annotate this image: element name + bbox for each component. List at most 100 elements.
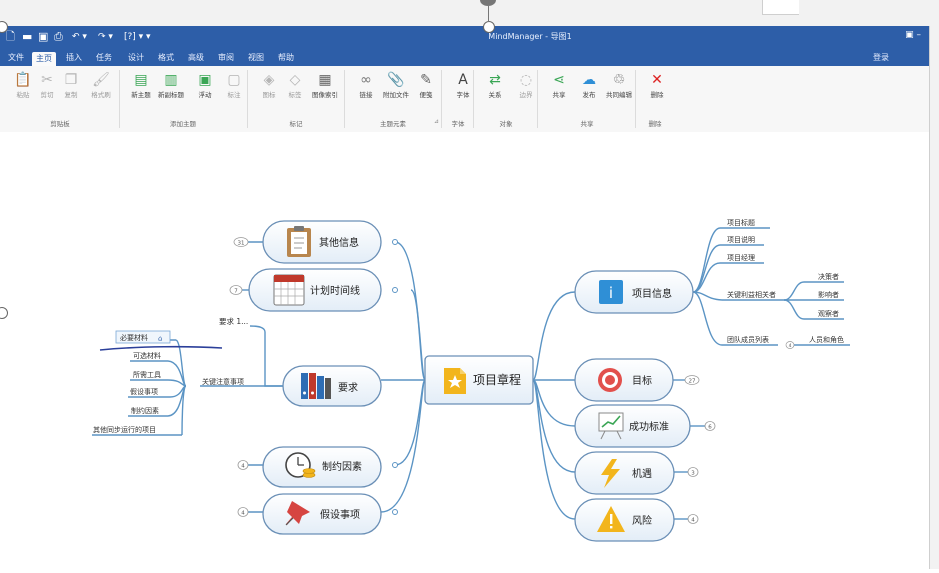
topic-collapse-handle[interactable] [392, 239, 398, 245]
ribbon-button-link[interactable]: ∞链接 [347, 70, 385, 112]
ribbon-button-label: 删除 [650, 91, 664, 99]
topic-collapse-handle[interactable] [392, 509, 398, 515]
sign-in-link[interactable]: 登录 [873, 53, 889, 62]
badge-constraints[interactable]: 4 [237, 460, 249, 470]
resize-handle[interactable] [483, 21, 495, 33]
topic-collapse-handle[interactable] [392, 287, 398, 293]
ribbon-button-callout[interactable]: ▢标注 [215, 70, 253, 112]
ribbon-button-floating-topic[interactable]: ▣浮动 [186, 70, 224, 112]
topic-goals[interactable]: 目标 [574, 358, 674, 402]
new-document-icon[interactable]: 🗋 [6, 30, 15, 43]
tab-home[interactable]: 主页 [32, 52, 56, 66]
badge-assumptions[interactable]: 4 [237, 507, 249, 517]
ribbon-button-coedit[interactable]: ♲共同编辑 [600, 70, 638, 112]
topic-collapse-handle[interactable] [392, 462, 398, 468]
rotate-handle[interactable] [480, 0, 496, 6]
subtopic-required-tools[interactable]: 所需工具 [133, 370, 161, 379]
subtopic-project-title[interactable]: 项目标题 [727, 218, 755, 227]
badge-risks[interactable]: 4 [687, 514, 699, 524]
ribbon-button-icons[interactable]: ◈图标 [250, 70, 288, 112]
save-icon[interactable]: ▣ [38, 30, 49, 43]
resize-handle[interactable] [0, 21, 8, 33]
tab-advanced[interactable]: 高级 [188, 53, 204, 62]
subtopic-decision-makers[interactable]: 决策者 [818, 272, 839, 281]
topic-assumptions[interactable]: 假设事项 [262, 493, 398, 535]
ribbon-button-delete[interactable]: ✕删除 [638, 70, 676, 112]
subtopic-observers[interactable]: 观察者 [818, 309, 839, 318]
ribbon-button-image-index[interactable]: ▦图像索引 [306, 70, 344, 112]
subtopic-influencers[interactable]: 影响者 [818, 290, 839, 299]
tab-review[interactable]: 审阅 [218, 53, 234, 62]
ribbon-button-copy[interactable]: ❐复制 [52, 70, 90, 112]
ribbon-button-publish[interactable]: ☁发布 [570, 70, 608, 112]
subtopic-project-description[interactable]: 项目说明 [727, 235, 755, 244]
attach-file-icon: 📎 [387, 72, 405, 88]
subtopic-constraints[interactable]: 制约因素 [131, 406, 159, 415]
topic-requirements[interactable]: 要求 [282, 365, 382, 407]
ribbon-button-new-topic[interactable]: ▤新主题 [122, 70, 160, 112]
ribbon-button-relationship[interactable]: ⇄关系 [476, 70, 514, 112]
resize-handle[interactable] [0, 307, 8, 319]
ribbon-button-boundary[interactable]: ◌边界 [507, 70, 545, 112]
badge-goals[interactable]: 27 [684, 375, 700, 385]
subtopic-optional-materials[interactable]: 可选材料 [133, 351, 161, 360]
badge-other-info[interactable]: 31 [233, 237, 249, 247]
topic-constraints[interactable]: 制约因素 [262, 446, 398, 488]
print-icon[interactable]: ⎙ [54, 30, 63, 43]
home-marker-icon: ⌂ [158, 335, 162, 343]
tab-insert[interactable]: 插入 [66, 53, 82, 62]
ribbon-button-paste[interactable]: 📋粘贴 [4, 70, 42, 112]
subtopic-project-manager[interactable]: 项目经理 [727, 253, 755, 262]
ribbon-button-note[interactable]: ✎便笺 [407, 70, 445, 112]
tab-task[interactable]: 任务 [96, 53, 112, 62]
central-topic[interactable]: 项目章程 [424, 355, 534, 405]
topic-risks[interactable]: 风险 [574, 498, 675, 542]
redo-icon[interactable]: ↷ ▾ [98, 32, 113, 42]
group-objects-label: 对象 [499, 120, 513, 128]
ribbon-button-label: 格式刷 [91, 91, 111, 99]
topic-schedule[interactable]: 计划时间线 [248, 268, 398, 312]
ribbon-button-share[interactable]: ⋖共享 [540, 70, 578, 112]
badge-team-list[interactable]: 4 [785, 341, 795, 350]
ribbon-button-label: 标注 [227, 91, 241, 99]
ribbon-button-format-painter[interactable]: 🖌格式刷 [82, 70, 120, 112]
dialog-launcher-icon[interactable]: ⊿ [434, 118, 440, 125]
ribbon-button-tag[interactable]: ◇标签 [276, 70, 314, 112]
subtopic-people-roles[interactable]: 人员和角色 [809, 335, 844, 344]
badge-schedule[interactable]: 7 [229, 285, 243, 295]
help-quick-icon[interactable]: [?] ▾ ▾ [124, 32, 151, 42]
subtopic-key-stakeholders[interactable]: 关键利益相关者 [727, 290, 776, 299]
open-folder-icon[interactable]: ▬ [22, 30, 33, 43]
svg-text:7: 7 [234, 289, 238, 295]
badge-success-criteria[interactable]: 6 [704, 421, 716, 431]
central-topic-label: 项目章程 [473, 372, 521, 387]
target-icon [598, 368, 622, 392]
tab-view[interactable]: 视图 [248, 53, 264, 62]
clock-coins-icon [285, 452, 316, 478]
requirement-note[interactable]: 要求 1... [219, 316, 248, 326]
subtopic-assumptions[interactable]: 假设事项 [130, 387, 158, 396]
topic-project-info[interactable]: i 项目信息 [574, 270, 694, 314]
topic-other-info[interactable]: 其他信息 [262, 220, 398, 264]
subtopic-team-list[interactable]: 团队成员列表 [727, 335, 769, 344]
tab-format[interactable]: 格式 [158, 53, 174, 62]
subtopic-required-materials[interactable]: 必要材料 ⌂ [115, 330, 171, 344]
ribbon-button-attach-file[interactable]: 📎附加文件 [377, 70, 415, 112]
tab-design[interactable]: 设计 [128, 53, 144, 62]
ribbon-button-new-subtopic[interactable]: ▥新副标题 [152, 70, 190, 112]
tab-help[interactable]: 帮助 [278, 53, 294, 62]
tab-file[interactable]: 文件 [8, 53, 24, 62]
ribbon-button-label: 共同编辑 [606, 91, 632, 99]
topic-opportunities[interactable]: 机遇 [574, 451, 675, 495]
badge-opportunities[interactable]: 3 [687, 467, 699, 477]
scissors-icon: ✂ [41, 72, 53, 88]
group-add-topic-label: 添加主题 [170, 120, 196, 128]
undo-icon[interactable]: ↶ ▾ [72, 32, 87, 42]
subtopic-key-considerations[interactable]: 关键注意事项 [202, 377, 244, 386]
topic-success-criteria[interactable]: 成功标准 [574, 404, 691, 448]
subtopic-parallel-projects[interactable]: 其他同步运行的项目 [93, 425, 156, 434]
map-canvas[interactable]: 项目章程 其他信息 31 [0, 132, 929, 569]
window-controls[interactable]: ▣ – [905, 30, 921, 40]
ribbon-button-scissors[interactable]: ✂剪切 [28, 70, 66, 112]
